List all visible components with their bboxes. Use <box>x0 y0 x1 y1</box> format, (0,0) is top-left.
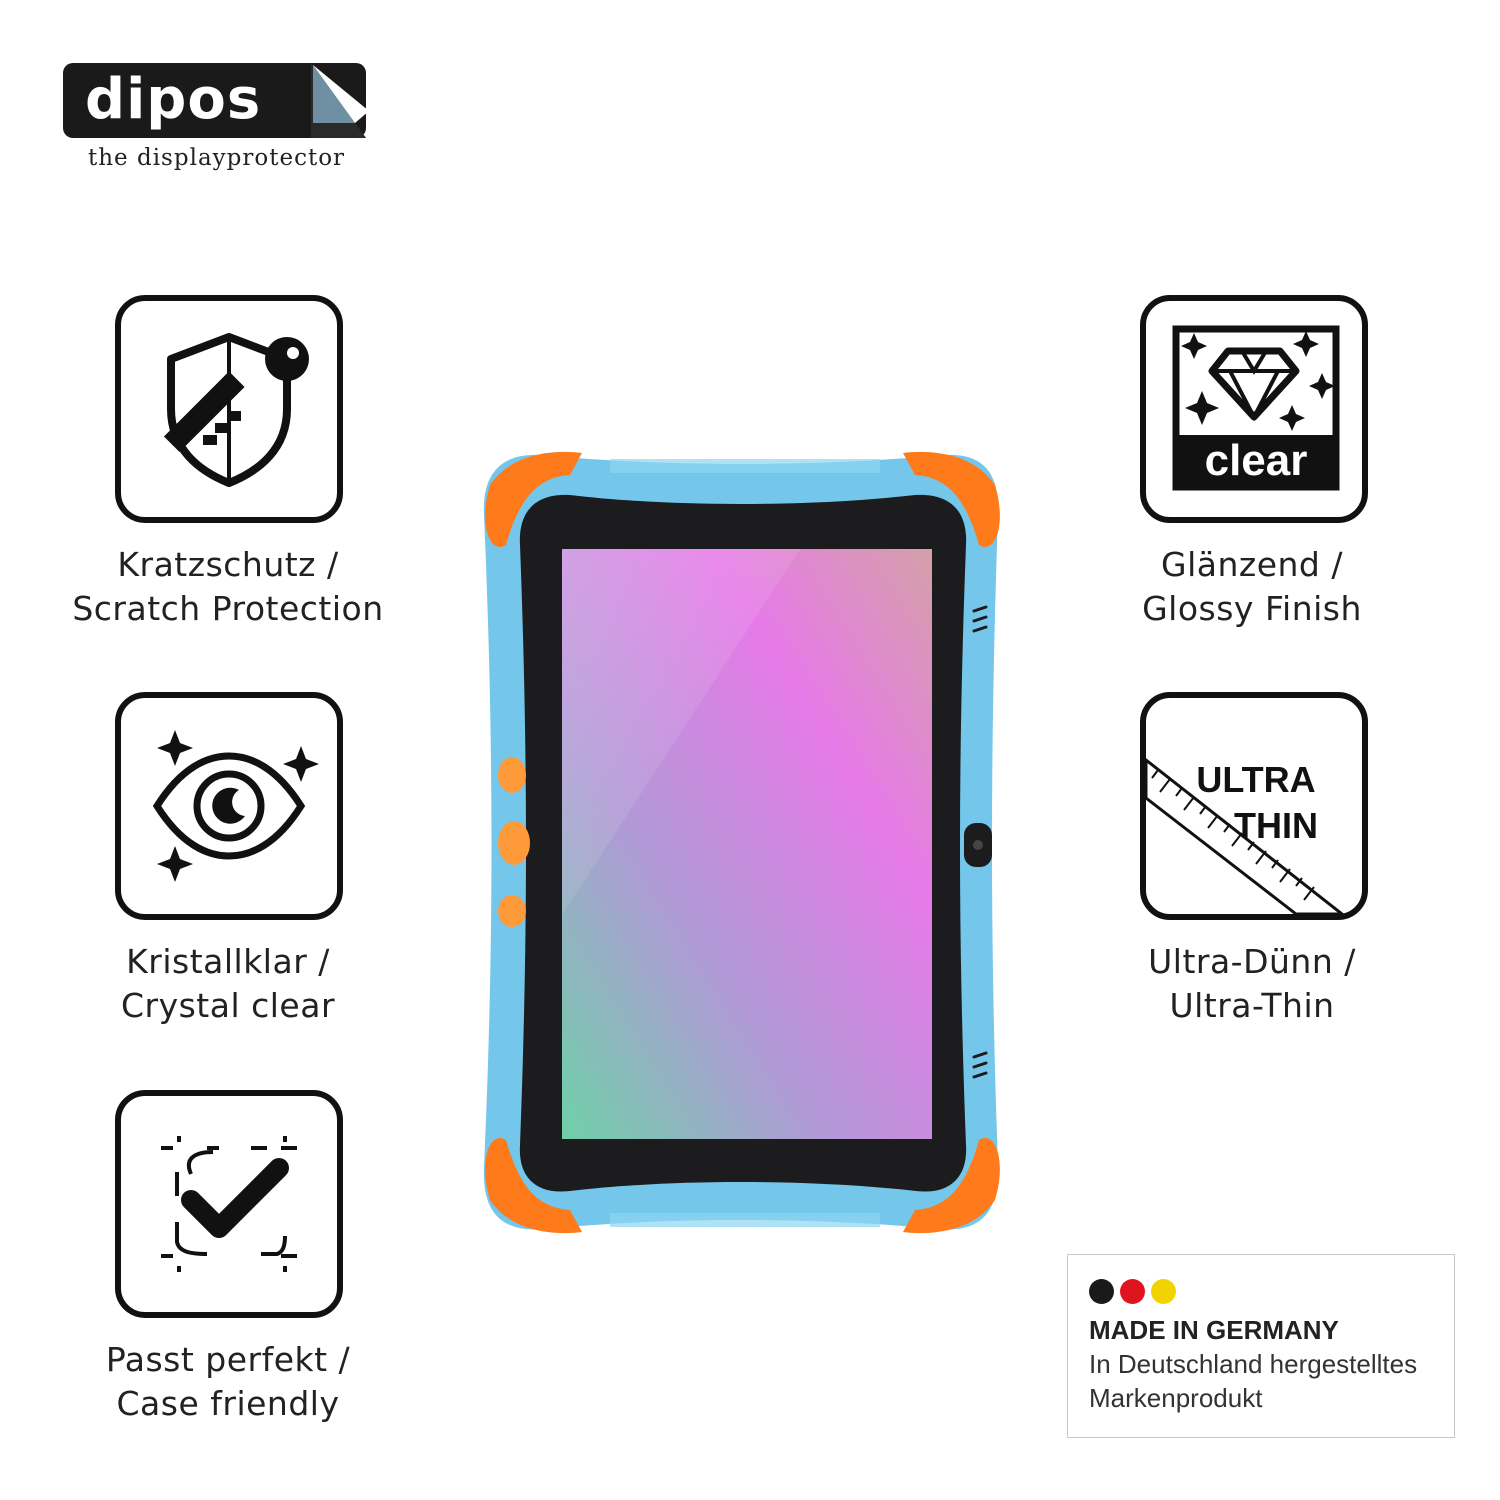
made-in-germany-line1: In Deutschland hergestelltes <box>1089 1349 1418 1379</box>
thin-badge-text: THIN <box>1234 805 1318 846</box>
caption-line-en: Scratch Protection <box>72 589 384 628</box>
check-frame-icon <box>161 1136 297 1272</box>
glossy-finish-caption: Glänzend / Glossy Finish <box>1062 543 1442 631</box>
ruler-ultra-thin-icon: ULTRA THIN <box>1146 758 1345 914</box>
caption-line-en: Glossy Finish <box>1142 589 1362 628</box>
glossy-finish-card: clear <box>1140 295 1368 523</box>
diamond-clear-icon: clear <box>1172 325 1340 491</box>
made-in-germany-badge: MADE IN GERMANY In Deutschland hergestel… <box>1067 1254 1455 1438</box>
caption-line-de: Kristallklar / <box>126 942 330 981</box>
tablet-image <box>483 451 1000 1234</box>
brand-logo: dipos <box>63 63 369 138</box>
scratch-protection-caption: Kratzschutz / Scratch Protection <box>38 543 418 631</box>
case-friendly-caption: Passt perfekt / Case friendly <box>38 1338 418 1426</box>
caption-line-de: Kratzschutz / <box>117 545 339 584</box>
sparkle-eye-icon <box>152 730 319 882</box>
caption-line-de: Ultra-Dünn / <box>1148 942 1356 981</box>
brand-tagline: the displayprotector <box>88 145 346 171</box>
page-fold-icon <box>311 63 369 138</box>
made-in-germany-line2: Markenprodukt <box>1089 1383 1263 1413</box>
caption-line-de: Passt perfekt / <box>105 1340 351 1379</box>
caption-line-de: Glänzend / <box>1161 545 1343 584</box>
flag-dot-black <box>1089 1279 1114 1304</box>
flag-dot-red <box>1120 1279 1145 1304</box>
case-friendly-card <box>115 1090 343 1318</box>
ultra-badge-text: ULTRA <box>1196 759 1315 800</box>
ultra-thin-caption: Ultra-Dünn / Ultra-Thin <box>1062 940 1442 1028</box>
crystal-clear-card <box>115 692 343 920</box>
caption-line-en: Ultra-Thin <box>1169 986 1335 1025</box>
shield-key-icon <box>163 333 309 487</box>
made-in-germany-title: MADE IN GERMANY <box>1089 1315 1339 1345</box>
logo-text: dipos <box>85 67 262 132</box>
caption-line-en: Crystal clear <box>120 986 336 1025</box>
clear-badge-text: clear <box>1205 436 1308 485</box>
scratch-protection-card <box>115 295 343 523</box>
caption-line-en: Case friendly <box>116 1384 340 1423</box>
ultra-thin-card: ULTRA THIN <box>1140 692 1368 920</box>
flag-dot-gold <box>1151 1279 1176 1304</box>
crystal-clear-caption: Kristallklar / Crystal clear <box>38 940 418 1028</box>
